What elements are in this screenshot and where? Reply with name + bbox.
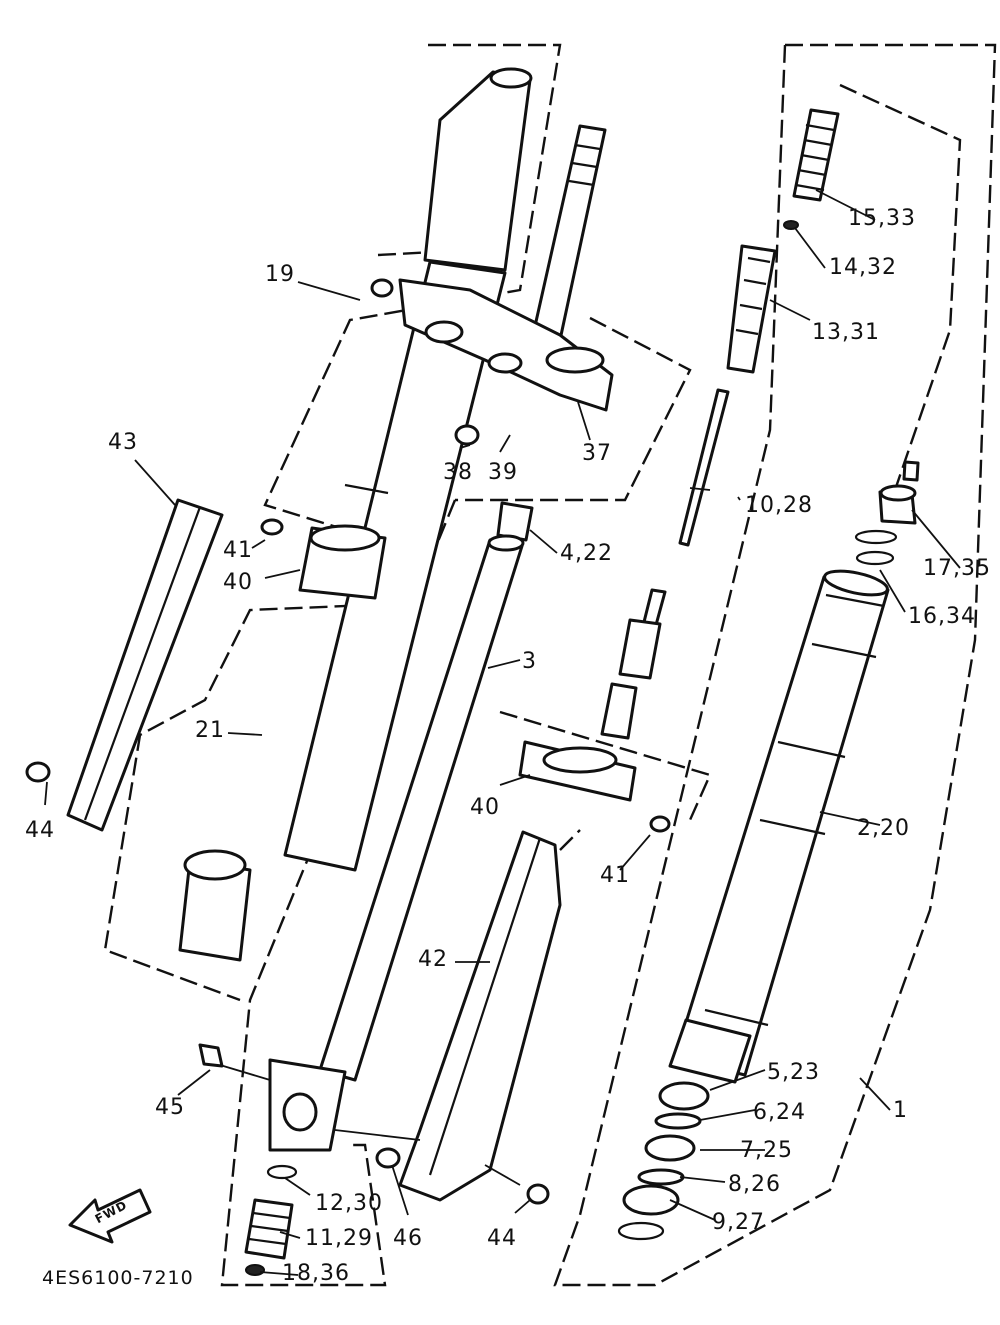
callout-45: 45 bbox=[155, 1095, 185, 1120]
callout-21: 21 bbox=[195, 718, 225, 743]
group-boundary-lower-left bbox=[220, 499, 457, 1287]
group-boundary-upper-left bbox=[103, 43, 562, 1002]
callout-19: 19 bbox=[265, 262, 295, 287]
callout-44-left: 44 bbox=[25, 818, 55, 843]
damper-rod-assembly bbox=[600, 108, 840, 740]
callout-13-31: 13,31 bbox=[812, 320, 880, 345]
callout-46: 46 bbox=[393, 1226, 423, 1251]
callout-42: 42 bbox=[418, 947, 448, 972]
group-boundary-spring bbox=[839, 83, 962, 491]
callout-7-25: 7,25 bbox=[740, 1138, 793, 1163]
fork-guard-43 bbox=[66, 498, 224, 832]
fasteners bbox=[25, 278, 671, 1205]
group-boundary-right bbox=[553, 43, 997, 1287]
forward-arrow-icon bbox=[68, 1188, 152, 1244]
callout-2-20: 2,20 bbox=[857, 816, 910, 841]
callout-11-29: 11,29 bbox=[305, 1226, 373, 1251]
seal-rings-stack bbox=[617, 1081, 710, 1241]
callout-4-22: 4,22 bbox=[560, 541, 613, 566]
callout-18-36: 18,36 bbox=[282, 1261, 350, 1286]
callout-8-26: 8,26 bbox=[728, 1172, 781, 1197]
callout-40-upper: 40 bbox=[223, 570, 253, 595]
callout-5-23: 5,23 bbox=[767, 1060, 820, 1085]
callout-6-24: 6,24 bbox=[753, 1100, 806, 1125]
callout-41-lower: 41 bbox=[600, 863, 630, 888]
callout-17-35: 17,35 bbox=[923, 556, 991, 581]
callout-39: 39 bbox=[488, 460, 518, 485]
upper-crown bbox=[398, 278, 614, 412]
clamp-40-upper bbox=[298, 524, 387, 600]
axle-bracket bbox=[244, 1058, 347, 1276]
fork-leg-left bbox=[178, 67, 533, 962]
callout-14-32: 14,32 bbox=[829, 255, 897, 280]
callout-3: 3 bbox=[522, 649, 537, 674]
callout-16-34: 16,34 bbox=[908, 604, 976, 629]
leader-lines bbox=[44, 189, 961, 1276]
catalog-code: 4ES6100-7210 bbox=[42, 1267, 194, 1289]
callout-41-upper: 41 bbox=[223, 538, 253, 563]
inner-tube-3 bbox=[318, 501, 534, 1082]
cap-bolt-17-35 bbox=[854, 460, 920, 566]
callout-15-33: 15,33 bbox=[848, 206, 916, 231]
group-boundary-lower-mid bbox=[499, 710, 712, 851]
steering-stem bbox=[531, 124, 607, 342]
callout-9-27: 9,27 bbox=[712, 1210, 765, 1235]
fork-guard-42 bbox=[398, 830, 562, 1202]
callout-10-28: 10,28 bbox=[745, 493, 813, 518]
callout-44-lower: 44 bbox=[487, 1226, 517, 1251]
callout-12-30: 12,30 bbox=[315, 1191, 383, 1216]
callout-1: 1 bbox=[893, 1098, 908, 1123]
clamp-40-lower bbox=[518, 740, 637, 802]
outer-tube-2-20 bbox=[668, 569, 890, 1084]
callout-37: 37 bbox=[582, 441, 612, 466]
callout-40-lower: 40 bbox=[470, 795, 500, 820]
callout-38: 38 bbox=[443, 460, 473, 485]
callout-43: 43 bbox=[108, 430, 138, 455]
